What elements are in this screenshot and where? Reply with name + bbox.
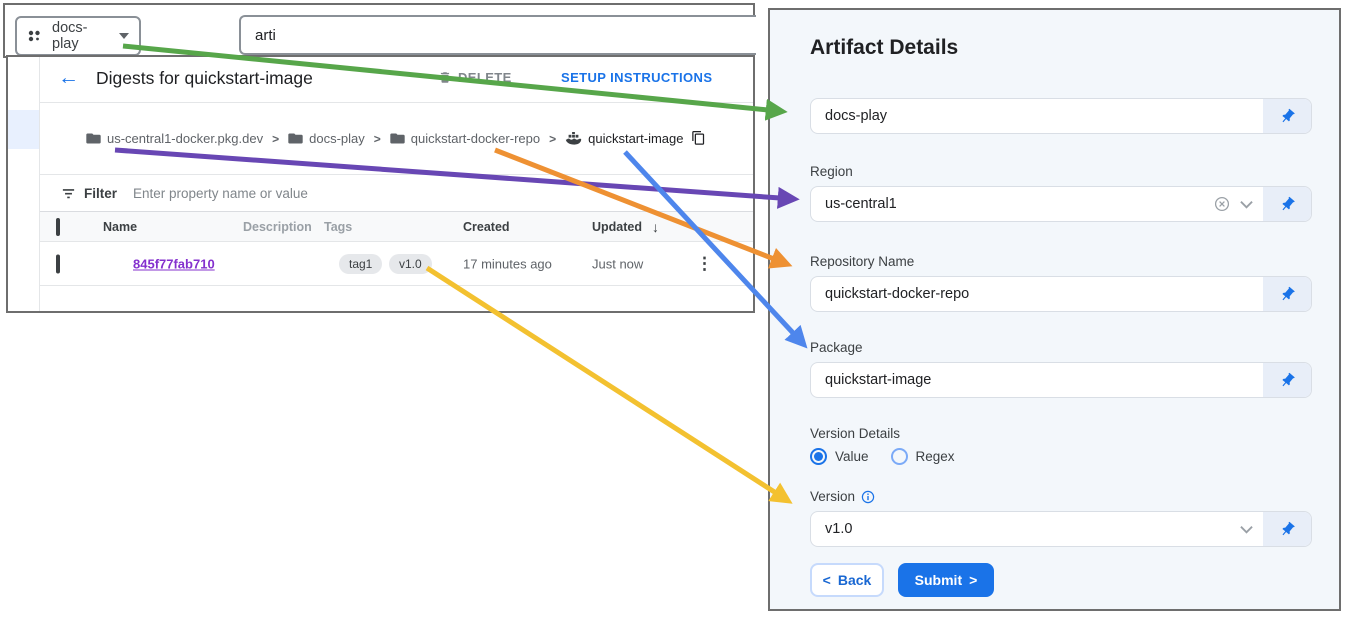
table-row: 845f77fab710 tag1 v1.0 17 minutes ago Ju… — [40, 242, 753, 286]
package-field-value[interactable]: quickstart-image — [825, 372, 932, 388]
pin-button[interactable] — [1263, 512, 1311, 546]
dropdown-caret-icon — [119, 33, 129, 39]
back-button-label: Back — [837, 572, 872, 588]
breadcrumb-repo-label: quickstart-docker-repo — [410, 131, 541, 146]
repository-name-value[interactable]: quickstart-docker-repo — [825, 286, 970, 302]
package-label: Package — [810, 340, 863, 355]
left-nav-edge — [8, 57, 40, 311]
copy-icon[interactable] — [691, 130, 706, 147]
artifact-details-panel: Artifact Details docs-play Region us-cen… — [768, 8, 1341, 611]
row-checkbox[interactable] — [56, 254, 60, 273]
back-arrow-icon[interactable]: ← — [58, 66, 79, 89]
project-field: docs-play — [810, 98, 1312, 134]
pushpin-icon — [1281, 196, 1295, 210]
form-title: Artifact Details — [810, 36, 959, 59]
breadcrumb-separator: > — [373, 131, 381, 146]
col-header-tags[interactable]: Tags — [324, 219, 353, 234]
project-grid-icon — [27, 28, 43, 44]
pin-button[interactable] — [1263, 99, 1311, 133]
digest-link[interactable]: 845f77fab710 — [133, 256, 215, 271]
version-field: v1.0 — [810, 511, 1312, 547]
version-details-radio-group: Value Regex — [810, 448, 1307, 465]
project-selector-label: docs-play — [52, 20, 88, 52]
search-box — [239, 15, 756, 55]
console-topbar: docs-play — [3, 3, 756, 58]
repository-name-field: quickstart-docker-repo — [810, 276, 1312, 312]
page-title: Digests for quickstart-image — [96, 68, 313, 88]
pin-button[interactable] — [1263, 363, 1311, 397]
radio-value[interactable] — [810, 448, 827, 465]
submit-button[interactable]: Submit > — [898, 563, 994, 597]
updated-value: Just now — [592, 256, 644, 271]
breadcrumb-repo[interactable]: quickstart-docker-repo — [390, 131, 540, 146]
trash-icon — [440, 72, 450, 83]
version-label: Version — [810, 489, 856, 504]
table-header: Name Description Tags Created Updated ↓ — [40, 212, 753, 242]
breadcrumb-separator: > — [272, 131, 280, 146]
setup-instructions-button[interactable]: SETUP INSTRUCTIONS — [561, 70, 712, 85]
pin-button[interactable] — [1263, 277, 1311, 311]
filter-icon — [62, 188, 75, 198]
search-input[interactable] — [241, 26, 756, 44]
sort-descending-icon[interactable]: ↓ — [652, 218, 659, 235]
col-header-updated[interactable]: Updated — [592, 219, 642, 234]
project-selector[interactable]: docs-play — [15, 16, 141, 56]
submit-button-label: Submit — [914, 572, 963, 588]
pushpin-icon — [1281, 108, 1295, 122]
radio-regex-label: Regex — [915, 449, 955, 464]
breadcrumb-registry[interactable]: us-central1-docker.pkg.dev — [86, 131, 263, 146]
chevron-down-icon[interactable] — [1240, 200, 1253, 209]
delete-label: DELETE — [458, 70, 512, 85]
breadcrumb: us-central1-docker.pkg.dev > docs-play >… — [40, 103, 753, 175]
delete-button[interactable]: DELETE — [438, 70, 512, 85]
container-image-icon — [565, 131, 582, 145]
pushpin-icon — [1281, 372, 1295, 386]
radio-value-label: Value — [835, 449, 869, 464]
radio-regex[interactable] — [890, 448, 908, 465]
folder-icon — [288, 133, 303, 144]
region-field: us-central1 — [810, 186, 1312, 222]
version-field-value[interactable]: v1.0 — [825, 521, 853, 537]
breadcrumb-project-label: docs-play — [309, 131, 365, 146]
created-value: 17 minutes ago — [463, 256, 552, 271]
select-all-checkbox[interactable] — [56, 217, 60, 236]
breadcrumb-separator: > — [549, 131, 557, 146]
breadcrumb-image[interactable]: quickstart-image — [565, 131, 683, 146]
nav-active-highlight — [8, 110, 39, 149]
col-header-created[interactable]: Created — [463, 219, 510, 234]
pushpin-icon — [1281, 521, 1295, 535]
region-label: Region — [810, 164, 853, 179]
breadcrumb-registry-label: us-central1-docker.pkg.dev — [107, 131, 264, 146]
version-tag-badge: v1.0 — [389, 253, 432, 274]
region-field-value[interactable]: us-central1 — [825, 196, 897, 212]
pin-button[interactable] — [1263, 187, 1311, 221]
folder-icon — [390, 133, 405, 144]
page-header: ← Digests for quickstart-image DELETE SE… — [40, 57, 753, 103]
repository-name-label: Repository Name — [810, 254, 915, 269]
version-details-label: Version Details — [810, 426, 901, 441]
package-field: quickstart-image — [810, 362, 1312, 398]
setup-instructions-label: SETUP INSTRUCTIONS — [561, 70, 713, 85]
breadcrumb-project[interactable]: docs-play — [288, 131, 365, 146]
folder-icon — [86, 133, 101, 144]
tag-badge: tag1 — [339, 253, 383, 274]
row-overflow-menu-icon[interactable]: ⋮ — [696, 253, 713, 273]
chevron-left-icon: < — [822, 572, 831, 588]
filter-input[interactable] — [133, 185, 464, 201]
pushpin-icon — [1281, 286, 1295, 300]
chevron-down-icon[interactable] — [1240, 525, 1253, 534]
chevron-right-icon: > — [969, 572, 978, 588]
back-button[interactable]: < Back — [810, 563, 884, 597]
digests-panel: ← Digests for quickstart-image DELETE SE… — [6, 55, 755, 313]
info-icon[interactable] — [861, 490, 875, 504]
breadcrumb-image-label: quickstart-image — [588, 131, 684, 146]
project-field-value[interactable]: docs-play — [825, 108, 888, 124]
filter-label: Filter — [84, 185, 118, 201]
col-header-description[interactable]: Description — [243, 219, 312, 234]
filter-bar: Filter — [40, 175, 753, 212]
col-header-name[interactable]: Name — [103, 219, 138, 234]
clear-icon[interactable] — [1214, 196, 1230, 212]
